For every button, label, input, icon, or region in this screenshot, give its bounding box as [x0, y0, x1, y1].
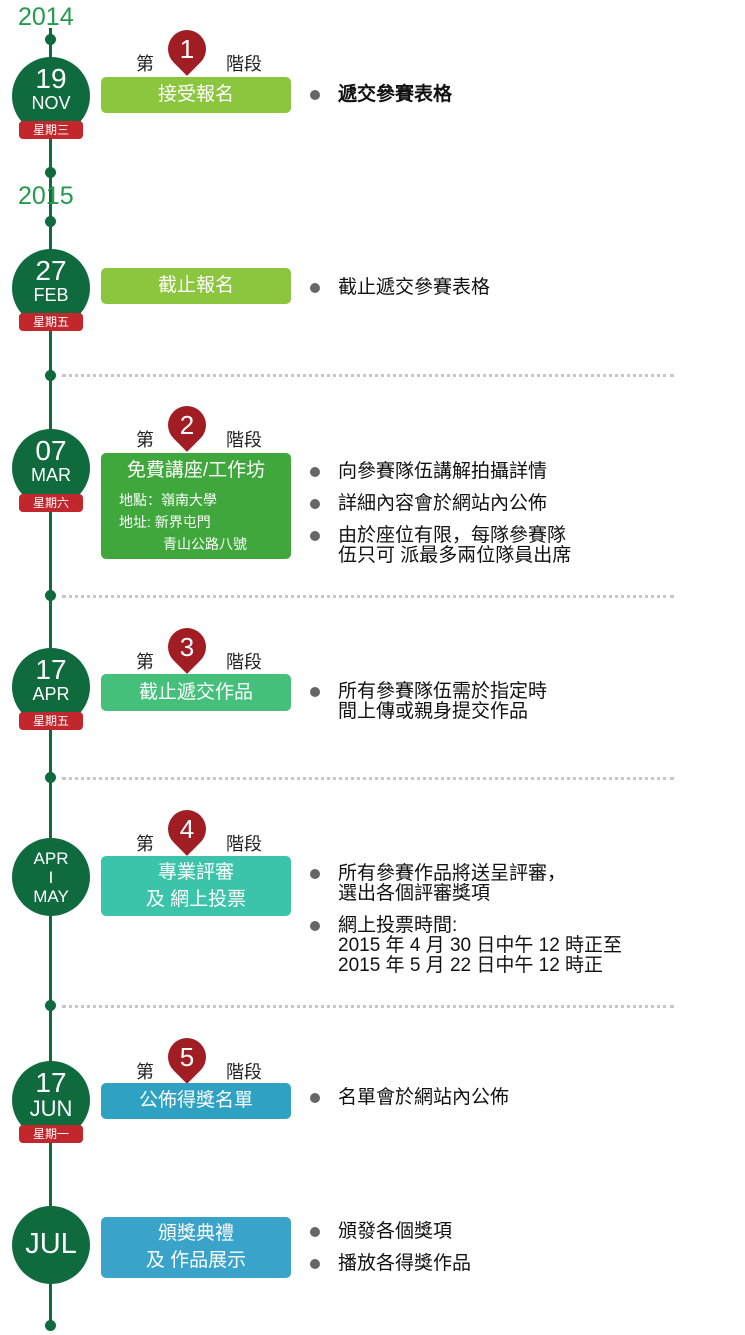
- phase-box: 接受報名: [101, 77, 291, 113]
- timeline-dot: [45, 167, 56, 178]
- year-label: 2015: [18, 182, 74, 210]
- date-circle: JUL: [12, 1206, 90, 1284]
- stage-prefix: 第: [136, 430, 154, 450]
- weekday-badge: 星期六: [19, 494, 83, 512]
- bullet-list: 向參賽隊伍講解拍攝詳情 詳細內容會於網站內公佈 由於座位有限，每隊參賽隊 伍只可…: [310, 462, 730, 578]
- bullet-item: 遞交參賽表格: [310, 85, 730, 105]
- bullet-list: 所有參賽隊伍需於指定時 間上傳或親身提交作品: [310, 682, 730, 734]
- date-day: 07: [35, 435, 67, 466]
- weekday-badge: 星期五: [19, 313, 83, 331]
- bullet-list: 名單會於網站內公佈: [310, 1088, 730, 1120]
- date-day: 19: [35, 63, 67, 94]
- date-circle: APR I MAY: [12, 838, 90, 916]
- weekday-badge: 星期三: [19, 121, 83, 139]
- timeline-dot: [45, 772, 56, 783]
- bullet-item: 截止遞交參賽表格: [310, 278, 730, 298]
- stage-suffix: 階段: [226, 54, 262, 74]
- date-month: NOV: [31, 93, 71, 113]
- separator: [62, 374, 674, 377]
- phase-title: 接受報名: [157, 84, 234, 105]
- stage-marker: 第 5 階段: [136, 1030, 264, 1088]
- bullet-item: 名單會於網站內公佈: [310, 1088, 730, 1108]
- stage-suffix: 階段: [226, 834, 262, 854]
- bullet-item: 網上投票時間: 2015 年 4 月 30 日中午 12 時正至 2015 年 …: [310, 916, 730, 976]
- location-line: 地點：嶺南大學: [119, 492, 217, 508]
- stage-suffix: 階段: [226, 1062, 262, 1082]
- phase-box: 截止遞交作品: [101, 674, 291, 711]
- date-month: JUN: [29, 1096, 73, 1121]
- phase-box: 專業評審 及 網上投票: [101, 856, 291, 916]
- timeline-dot: [45, 370, 56, 381]
- phase-title: 專業評審: [157, 862, 234, 883]
- stage-prefix: 第: [136, 54, 154, 74]
- phase-title: 免費講座/工作坊: [126, 460, 266, 481]
- phase-box: 頒獎典禮 及 作品展示: [101, 1217, 291, 1278]
- weekday-badge: 星期五: [19, 712, 83, 730]
- separator: [62, 1005, 674, 1008]
- address-line: 青山公路八號: [163, 536, 247, 552]
- timeline-dot: [45, 590, 56, 601]
- date-month: MAR: [31, 465, 71, 485]
- phase-box: 公佈得獎名單: [101, 1083, 291, 1119]
- stage-prefix: 第: [136, 1062, 154, 1082]
- timeline-dot: [45, 34, 56, 45]
- stage-number: 4: [179, 814, 195, 844]
- bullet-item: 所有參賽作品將送呈評審， 選出各個評審獎項: [310, 864, 730, 904]
- phase-title: 截止遞交作品: [138, 682, 253, 703]
- separator: [62, 595, 674, 598]
- bullet-item: 播放各得獎作品: [310, 1254, 730, 1274]
- timeline-dot: [45, 1320, 56, 1331]
- bullet-item: 向參賽隊伍講解拍攝詳情: [310, 462, 730, 482]
- phase-title: 及 作品展示: [145, 1250, 247, 1271]
- stage-marker: 第 1 階段: [136, 22, 264, 80]
- stage-prefix: 第: [136, 834, 154, 854]
- date-day: 17: [35, 654, 67, 685]
- date-month: APR: [32, 684, 70, 704]
- stage-number: 3: [179, 632, 195, 662]
- timeline-dot: [45, 1000, 56, 1011]
- address-line: 地址: 新界屯門: [119, 514, 211, 530]
- bullet-item: 所有參賽隊伍需於指定時 間上傳或親身提交作品: [310, 682, 730, 722]
- stage-marker: 第 4 階段: [136, 802, 264, 860]
- phase-box: 免費講座/工作坊 地點：嶺南大學 地址: 新界屯門 青山公路八號: [101, 453, 291, 559]
- stage-marker: 第 3 階段: [136, 620, 264, 678]
- bullet-list: 遞交參賽表格: [310, 85, 730, 117]
- stage-number: 1: [179, 34, 195, 64]
- date-month: JUL: [25, 1228, 77, 1260]
- stage-number: 2: [179, 410, 195, 440]
- stage-suffix: 階段: [226, 652, 262, 672]
- bullet-item: 詳細內容會於網站內公佈: [310, 494, 730, 514]
- stage-prefix: 第: [136, 652, 154, 672]
- weekday-badge: 星期一: [19, 1125, 83, 1143]
- bullet-list: 截止遞交參賽表格: [310, 278, 730, 310]
- separator: [62, 777, 674, 780]
- phase-title: 及 網上投票: [145, 889, 247, 910]
- phase-title: 公佈得獎名單: [138, 1090, 253, 1111]
- bullet-item: 由於座位有限，每隊參賽隊 伍只可 派最多兩位隊員出席: [310, 526, 730, 566]
- phase-box: 截止報名: [101, 268, 291, 304]
- phase-title: 截止報名: [157, 275, 234, 296]
- stage-marker: 第 2 階段: [136, 398, 264, 456]
- stage-suffix: 階段: [226, 430, 262, 450]
- date-day: 27: [35, 255, 67, 286]
- phase-title: 頒獎典禮: [157, 1223, 234, 1244]
- year-label: 2014: [18, 3, 74, 31]
- bullet-list: 頒發各個獎項 播放各得獎作品: [310, 1222, 730, 1286]
- date-day: 17: [35, 1067, 67, 1098]
- bullet-item: 頒發各個獎項: [310, 1222, 730, 1242]
- timeline-dot: [45, 216, 56, 227]
- bullet-list: 所有參賽作品將送呈評審， 選出各個評審獎項 網上投票時間: 2015 年 4 月…: [310, 864, 730, 988]
- stage-number: 5: [179, 1042, 195, 1072]
- date-range: APR I MAY: [33, 849, 69, 906]
- date-month: FEB: [33, 285, 69, 305]
